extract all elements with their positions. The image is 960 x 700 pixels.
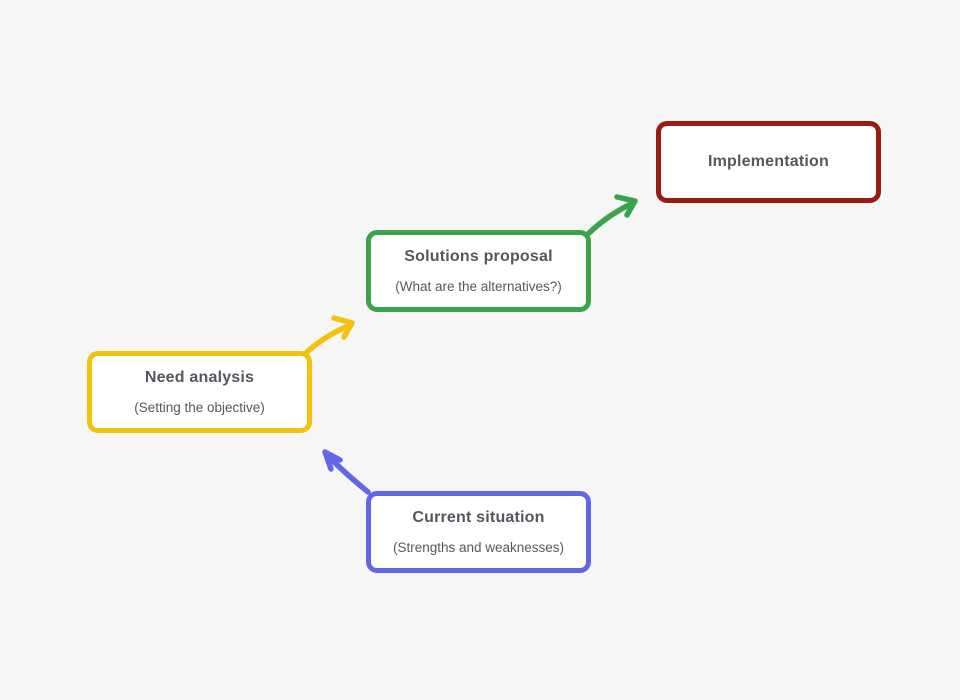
step-subtitle: (Strengths and weaknesses) bbox=[392, 540, 565, 555]
arrow-need-to-solutions-icon bbox=[304, 315, 355, 355]
step-title: Current situation bbox=[412, 509, 545, 526]
arrow-head bbox=[614, 194, 638, 218]
arrow-head bbox=[331, 315, 355, 340]
arrow-head bbox=[322, 449, 343, 472]
step-box-implementation: Implementation bbox=[656, 121, 881, 203]
step-box-need-analysis: Need analysis (Setting the objective) bbox=[87, 351, 312, 433]
step-box-current-situation: Current situation (Strengths and weaknes… bbox=[366, 491, 591, 573]
step-box-solutions-proposal: Solutions proposal (What are the alterna… bbox=[366, 230, 591, 312]
step-title: Implementation bbox=[707, 153, 830, 170]
arrow-shaft bbox=[304, 324, 349, 355]
step-title: Solutions proposal bbox=[404, 248, 553, 265]
step-subtitle: (What are the alternatives?) bbox=[395, 279, 562, 294]
arrow-shaft bbox=[586, 202, 632, 236]
arrow-current-to-need-icon bbox=[322, 449, 371, 495]
step-subtitle: (Setting the objective) bbox=[134, 400, 265, 415]
arrow-shaft bbox=[327, 455, 371, 495]
arrow-solutions-to-implementation-icon bbox=[586, 194, 638, 236]
step-title: Need analysis bbox=[144, 369, 255, 386]
